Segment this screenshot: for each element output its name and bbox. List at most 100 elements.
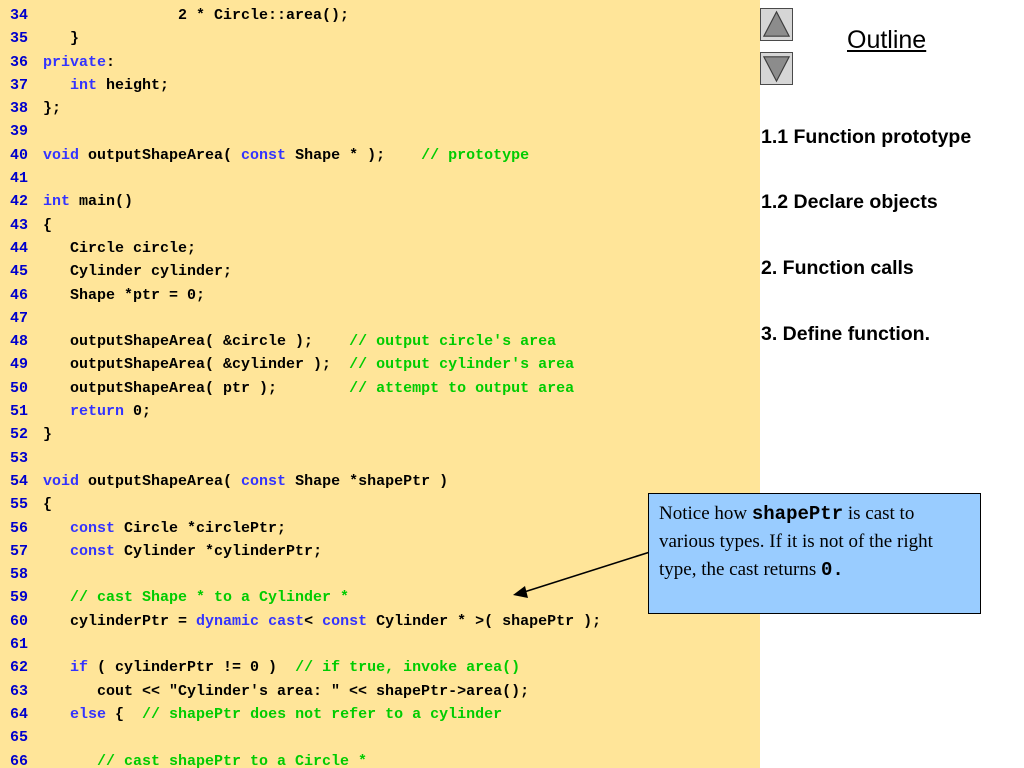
line-number: 47 [10,309,29,327]
code-text: cout << "Cylinder's area: " << shapePtr-… [43,680,529,703]
code-comment: // output cylinder's area [349,356,575,374]
code-text: // cast Shape * to a Cylinder * [43,586,349,609]
code-text: 2 * Circle::area(); [43,4,349,27]
line-number: 50 [10,379,29,397]
code-text: // cast shapePtr to a Circle * [43,750,367,768]
code-token: { [43,216,53,234]
code-line: 43{ [0,214,760,237]
outline-item-define-function: 3. Define function. [761,323,931,345]
code-token: }; [43,100,62,118]
line-number: 63 [10,682,29,700]
code-text: { [43,493,52,516]
code-token: } [43,426,53,444]
code-keyword: const [241,146,287,164]
line-number: 45 [10,263,29,281]
code-text: const Cylinder *cylinderPtr; [43,540,322,563]
code-token [43,543,70,560]
code-line: 36 private: [0,51,760,74]
code-line: 63 cout << "Cylinder's area: " << shapeP… [0,680,760,703]
line-number: 36 [10,53,29,71]
code-line: 56 const Circle *circlePtr; [0,517,760,540]
code-token: Circle *circlePtr; [115,519,287,537]
code-line: 45 Cylinder cylinder; [0,260,760,283]
line-number: 57 [10,542,29,560]
code-text: int height; [43,74,169,97]
code-keyword: dynamic [196,612,260,630]
code-text: void outputShapeArea( const Shape * ); /… [43,144,529,167]
code-line: 50 outputShapeArea( ptr ); // attempt to… [0,377,760,400]
code-line: 46 Shape *ptr = 0; [0,284,760,307]
code-token: Shape * ); [286,146,422,164]
line-number: 64 [10,705,29,723]
code-token: height; [97,76,170,94]
line-number: 51 [10,403,29,421]
code-keyword: if [70,659,89,677]
code-text: { [43,214,52,237]
code-token: outputShapeArea( [79,146,242,164]
code-token [43,520,70,537]
code-line: 64 else { // shapePtr does not refer to … [0,703,760,726]
code-token [43,706,70,723]
code-keyword: else [70,705,107,723]
code-token [43,753,97,768]
line-number: 59 [10,589,29,607]
code-token: cylinderPtr = [43,612,197,630]
code-keyword: return [70,403,125,421]
code-token: outputShapeArea( &circle ); [43,333,350,351]
outline-item-declare-objects: 1.2 Declare objects [761,191,938,213]
line-number: 61 [10,636,29,654]
code-comment: // cast shapePtr to a Circle * [97,752,368,768]
code-text: private: [43,51,115,74]
code-line: 62 if ( cylinderPtr != 0 ) // if true, i… [0,656,760,679]
code-token: Circle circle; [43,239,197,257]
callout-code-zero: 0. [820,559,844,581]
code-text: const Circle *circlePtr; [43,517,286,540]
callout-note: Notice how shapePtr is cast to various t… [648,493,981,614]
code-token: outputShapeArea( [79,472,242,490]
callout-text-part1: Notice how [659,503,752,524]
line-number: 58 [10,566,29,584]
code-token: cout << "Cylinder's area: " << shapePtr-… [43,682,530,700]
code-line: 49 outputShapeArea( &cylinder ); // outp… [0,353,760,376]
previous-slide-button[interactable] [760,8,793,41]
code-token: 2 * Circle::area(); [43,7,350,24]
line-number: 42 [10,193,29,211]
code-text: return 0; [43,400,151,423]
code-line: 60 cylinderPtr = dynamic cast< const Cyl… [0,610,760,633]
code-keyword: const [70,542,116,560]
code-token: Shape *ptr = 0; [43,286,206,304]
next-slide-button[interactable] [760,52,793,85]
code-text: cylinderPtr = dynamic cast< const Cylind… [43,610,601,633]
code-token: Cylinder *cylinderPtr; [115,542,323,560]
code-comment: // attempt to output area [349,379,575,397]
code-token [43,589,70,606]
code-token: } [43,30,80,48]
code-token: : [106,53,116,71]
line-number: 55 [10,496,29,514]
triangle-up-icon [762,10,791,37]
line-number: 39 [10,123,29,141]
code-comment: // output circle's area [349,333,557,351]
outline-item-function-prototype: 1.1 Function prototype [761,126,972,148]
line-number: 41 [10,170,29,188]
line-number: 46 [10,286,29,304]
code-line: 37 int height; [0,74,760,97]
line-number: 66 [10,752,29,768]
code-line: 51 return 0; [0,400,760,423]
line-number: 53 [10,449,29,467]
code-line: 59 // cast Shape * to a Cylinder * [0,586,760,609]
code-text: outputShapeArea( &cylinder ); // output … [43,353,574,376]
code-token: Cylinder * >( shapePtr ); [367,612,602,630]
code-text: outputShapeArea( &circle ); // output ci… [43,330,556,353]
code-line: 44 Circle circle; [0,237,760,260]
code-keyword: void [43,146,80,164]
code-text: Shape *ptr = 0; [43,284,205,307]
code-comment: // if true, invoke area() [295,659,521,677]
code-line: 66 // cast shapePtr to a Circle * [0,750,760,768]
code-keyword: int [70,76,98,94]
code-token [259,613,268,630]
outline-title: Outline [847,26,927,54]
line-number: 34 [10,7,29,24]
